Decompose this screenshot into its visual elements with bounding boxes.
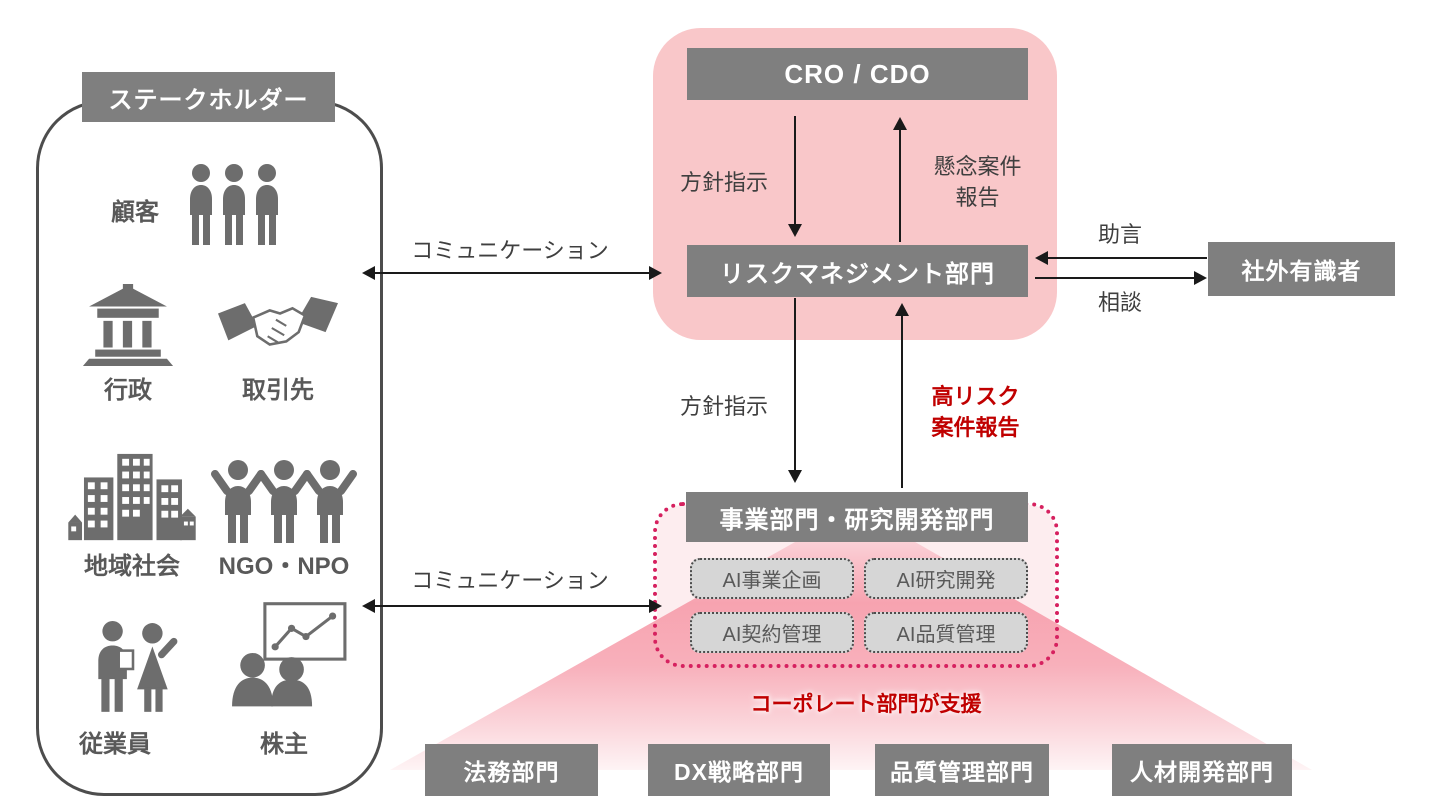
advice-arrow-head <box>1035 251 1048 265</box>
risk-management-dept-box: リスクマネジメント部門 <box>687 245 1028 297</box>
cell-ai-research-development: AI研究開発 <box>864 558 1028 599</box>
policy-arrow-bottom-head <box>788 470 802 483</box>
concern-report-arrow-line <box>899 130 901 242</box>
concern-report-line1: 懸念案件 <box>933 154 1022 179</box>
concern-report-line2: 報告 <box>955 184 1000 210</box>
external-experts-box: 社外有識者 <box>1208 242 1395 296</box>
communication-arrow-bottom-right-head <box>649 599 662 613</box>
communication-label-top: コミュニケーション <box>411 238 609 263</box>
stakeholder-label-government: 行政 <box>104 377 152 404</box>
high-risk-report-label: 高リスク 案件報告 <box>913 382 1038 444</box>
advice-arrow-line <box>1047 257 1207 259</box>
policy-instruction-label-bottom: 方針指示 <box>679 394 768 419</box>
dept-quality-management-box: 品質管理部門 <box>875 744 1049 796</box>
handshake-icon <box>218 296 338 362</box>
cro-cdo-box: CRO / CDO <box>687 48 1028 100</box>
communication-arrow-bottom-line <box>374 605 650 607</box>
ngo-npo-icon <box>210 456 358 548</box>
concern-report-arrow-head <box>893 117 907 130</box>
business-unit-header: 事業部門・研究開発部門 <box>686 492 1028 542</box>
government-icon <box>76 284 180 368</box>
communication-arrow-bottom-left-head <box>362 599 375 613</box>
cell-ai-quality-management: AI品質管理 <box>864 612 1028 653</box>
high-risk-report-line1: 高リスク <box>931 384 1020 409</box>
corporate-support-caption: コーポレート部門が支援 <box>750 693 982 716</box>
high-risk-report-arrow-line <box>901 316 903 488</box>
communication-arrow-top-right-head <box>649 266 662 280</box>
stakeholder-label-partners: 取引先 <box>242 377 314 404</box>
communication-arrow-top-left-head <box>362 266 375 280</box>
shareholders-icon <box>230 598 348 710</box>
cell-ai-contract-management: AI契約管理 <box>690 612 854 653</box>
stakeholder-label-community: 地域社会 <box>84 553 180 580</box>
advice-label: 助言 <box>1097 222 1142 247</box>
communication-label-bottom: コミュニケーション <box>411 568 609 593</box>
dept-hr-development-box: 人材開発部門 <box>1112 744 1292 796</box>
concern-report-label: 懸念案件 報告 <box>915 152 1040 214</box>
customers-icon <box>183 163 285 253</box>
dept-dx-strategy-box: DX戦略部門 <box>648 744 830 796</box>
policy-arrow-bottom-line <box>794 298 796 470</box>
stakeholder-label-customers: 顧客 <box>111 199 159 226</box>
high-risk-report-arrow-head <box>895 303 909 316</box>
cell-ai-business-planning: AI事業企画 <box>690 558 854 599</box>
policy-arrow-top-head <box>788 224 802 237</box>
community-icon <box>68 450 196 548</box>
stakeholder-label-shareholders: 株主 <box>260 731 308 758</box>
high-risk-report-line2: 案件報告 <box>931 414 1020 440</box>
stakeholder-label-employees: 従業員 <box>79 731 151 758</box>
consult-label: 相談 <box>1097 290 1142 315</box>
policy-instruction-label-top: 方針指示 <box>679 170 768 195</box>
dept-legal-box: 法務部門 <box>425 744 598 796</box>
communication-arrow-top-line <box>374 272 650 274</box>
stakeholder-label-ngo-npo: NGO・NPO <box>218 553 350 580</box>
employees-icon <box>88 620 178 720</box>
stakeholder-panel-title: ステークホルダー <box>82 72 335 122</box>
consult-arrow-head <box>1194 271 1207 285</box>
consult-arrow-line <box>1035 277 1195 279</box>
policy-arrow-top-line <box>794 116 796 224</box>
